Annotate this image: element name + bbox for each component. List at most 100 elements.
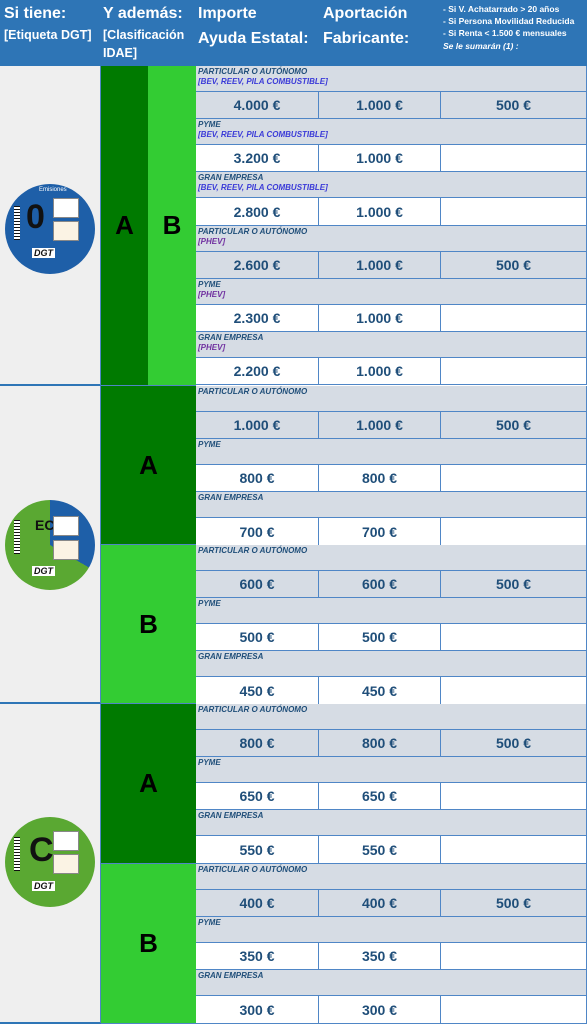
class-b-cero: B xyxy=(148,66,196,386)
badge-barcode xyxy=(14,206,20,240)
badge-square xyxy=(53,540,79,560)
row-label-cell: PYME xyxy=(196,598,587,624)
fabricante-value: 650 € xyxy=(361,788,398,804)
row-label-cell: PARTICULAR O AUTÓNOMO xyxy=(196,704,587,730)
beneficiary-label: GRAN EMPRESA xyxy=(198,173,264,182)
importe-cell: 2.800 € xyxy=(196,198,319,226)
fabricante-cell: 1.000 € xyxy=(319,358,441,385)
fabricante-value: 300 € xyxy=(361,1001,398,1018)
importe-cell: 650 € xyxy=(196,783,319,810)
vehicle-type-label: [PHEV] xyxy=(198,237,226,246)
fabricante-cell: 350 € xyxy=(319,943,441,970)
fabricante-cell: 1.000 € xyxy=(319,412,441,439)
badge-square xyxy=(53,221,79,241)
extra-cell xyxy=(441,198,587,226)
extra-value: 500 € xyxy=(495,97,532,113)
importe-value: 2.300 € xyxy=(233,310,281,326)
fabricante-value: 550 € xyxy=(361,841,398,858)
beneficiary-label: PARTICULAR O AUTÓNOMO xyxy=(198,387,308,396)
fabricante-cell: 700 € xyxy=(319,518,441,546)
importe-value: 400 € xyxy=(239,895,275,911)
importe-value: 2.600 € xyxy=(233,257,281,273)
extra-cell xyxy=(441,465,587,492)
header-clasificacion: [Clasificación xyxy=(103,28,185,42)
row-label-cell: GRAN EMPRESA[BEV, REEV, PILA COMBUSTIBLE… xyxy=(196,172,587,198)
badge-dgt-logo: DGT xyxy=(32,248,55,258)
beneficiary-label: PARTICULAR O AUTÓNOMO xyxy=(198,546,308,555)
fabricante-cell: 1.000 € xyxy=(319,145,441,172)
extra-value xyxy=(441,358,586,384)
fabricante-cell: 1.000 € xyxy=(319,305,441,332)
class-a-eco: A xyxy=(101,386,196,545)
badge-dgt-logo: DGT xyxy=(32,881,55,891)
beneficiary-label: GRAN EMPRESA xyxy=(198,493,264,502)
row-label-cell: PYME xyxy=(196,917,587,943)
row-label-cell: PARTICULAR O AUTÓNOMO[BEV, REEV, PILA CO… xyxy=(196,66,587,92)
beneficiary-label: GRAN EMPRESA xyxy=(198,333,264,342)
badge-letter: ECO xyxy=(35,517,66,533)
fabricante-value: 500 € xyxy=(361,629,398,645)
row-label-cell: PYME xyxy=(196,757,587,783)
extra-value xyxy=(441,996,586,1023)
class-a-c: A xyxy=(101,704,196,864)
badge-letter: 0 xyxy=(26,198,45,236)
row-label-cell: GRAN EMPRESA xyxy=(196,492,587,518)
fabricante-cell: 650 € xyxy=(319,783,441,810)
importe-value: 500 € xyxy=(239,629,275,645)
extra-value: 500 € xyxy=(495,895,532,911)
extra-cell xyxy=(441,624,587,651)
importe-cell: 800 € xyxy=(196,465,319,492)
extra-value: 500 € xyxy=(495,257,532,273)
beneficiary-label: PYME xyxy=(198,440,221,449)
badge-barcode xyxy=(14,520,20,554)
row-label-cell: PYME[BEV, REEV, PILA COMBUSTIBLE] xyxy=(196,119,587,145)
badge-square xyxy=(53,854,79,874)
row-label-cell: PARTICULAR O AUTÓNOMO xyxy=(196,864,587,890)
fabricante-cell: 500 € xyxy=(319,624,441,651)
row-label-cell: PARTICULAR O AUTÓNOMO xyxy=(196,386,587,412)
extra-value xyxy=(441,518,586,545)
importe-value: 3.200 € xyxy=(233,150,281,166)
row-label-cell: PYME[PHEV] xyxy=(196,279,587,305)
fabricante-value: 1.000 € xyxy=(356,203,403,220)
extra-cell: 500 € xyxy=(441,730,587,757)
fabricante-cell: 450 € xyxy=(319,677,441,705)
importe-cell: 3.200 € xyxy=(196,145,319,172)
row-label-cell: GRAN EMPRESA xyxy=(196,970,587,996)
importe-value: 1.000 € xyxy=(233,417,281,433)
extra-cell xyxy=(441,836,587,864)
badge-cero-emisiones-icon: Emisiones 0 DGT xyxy=(5,184,95,274)
header-se-le-sumaran: Se le sumarán (1) : xyxy=(443,41,519,51)
vehicle-type-label: [BEV, REEV, PILA COMBUSTIBLE] xyxy=(198,183,328,192)
importe-cell: 400 € xyxy=(196,890,319,917)
extra-value xyxy=(441,305,586,331)
badge-barcode xyxy=(14,837,20,871)
importe-value: 2.800 € xyxy=(233,203,281,220)
badge-square xyxy=(53,516,79,536)
beneficiary-label: PARTICULAR O AUTÓNOMO xyxy=(198,227,308,236)
extra-cell xyxy=(441,305,587,332)
importe-cell: 300 € xyxy=(196,996,319,1024)
importe-cell: 450 € xyxy=(196,677,319,705)
extra-value xyxy=(441,198,586,225)
beneficiary-label: PARTICULAR O AUTÓNOMO xyxy=(198,705,308,714)
beneficiary-label: PYME xyxy=(198,280,221,289)
importe-cell: 2.600 € xyxy=(196,252,319,279)
extra-cell xyxy=(441,943,587,970)
importe-value: 700 € xyxy=(239,523,275,540)
importe-value: 650 € xyxy=(239,788,275,804)
vehicle-type-label: [PHEV] xyxy=(198,290,226,299)
fabricante-value: 800 € xyxy=(361,735,398,751)
beneficiary-label: PYME xyxy=(198,918,221,927)
extra-cell: 500 € xyxy=(441,252,587,279)
fabricante-cell: 550 € xyxy=(319,836,441,864)
extra-value: 500 € xyxy=(495,576,532,592)
row-label-cell: PARTICULAR O AUTÓNOMO xyxy=(196,545,587,571)
badge-top-text: Emisiones xyxy=(39,187,67,193)
header-etiqueta-dgt: [Etiqueta DGT] xyxy=(4,28,92,42)
extra-cell xyxy=(441,783,587,810)
importe-value: 300 € xyxy=(239,1001,275,1018)
extra-value xyxy=(441,677,586,704)
fabricante-cell: 300 € xyxy=(319,996,441,1024)
fabricante-cell: 400 € xyxy=(319,890,441,917)
